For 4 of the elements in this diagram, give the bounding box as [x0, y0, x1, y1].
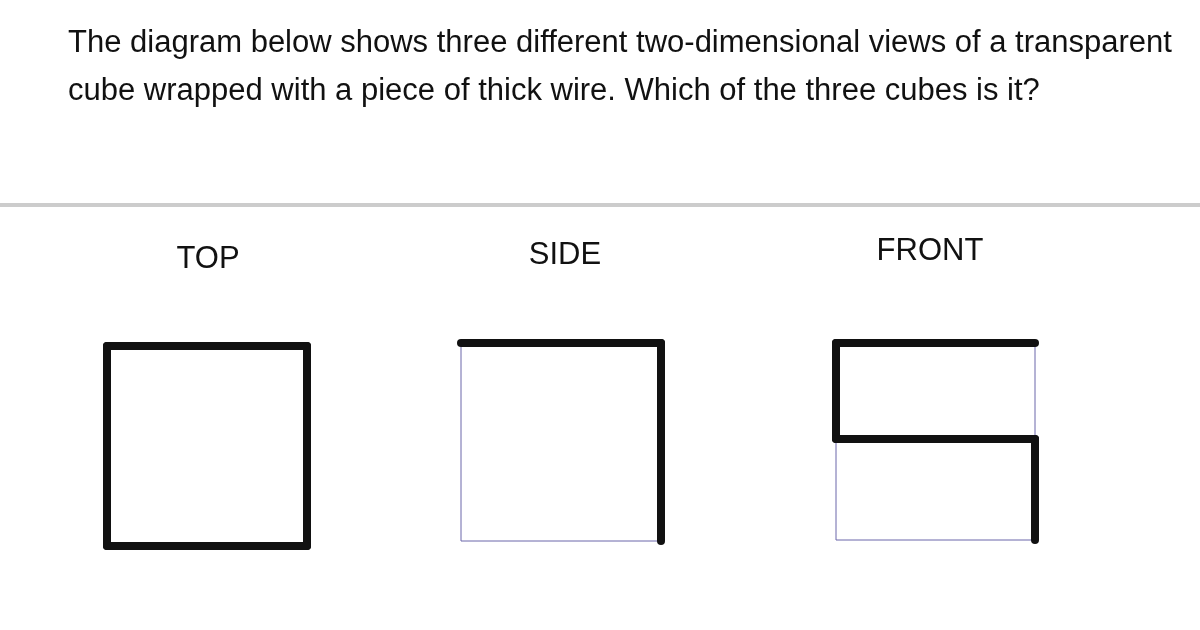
- question-text: The diagram below shows three different two-dimensional views of a transparent cube wrapped with a piece of thick wire. Which of the three cubes is it?: [68, 23, 1173, 109]
- view-label: SIDE: [527, 236, 603, 272]
- view-label: TOP: [175, 240, 241, 276]
- view-label: FRONT: [875, 232, 985, 268]
